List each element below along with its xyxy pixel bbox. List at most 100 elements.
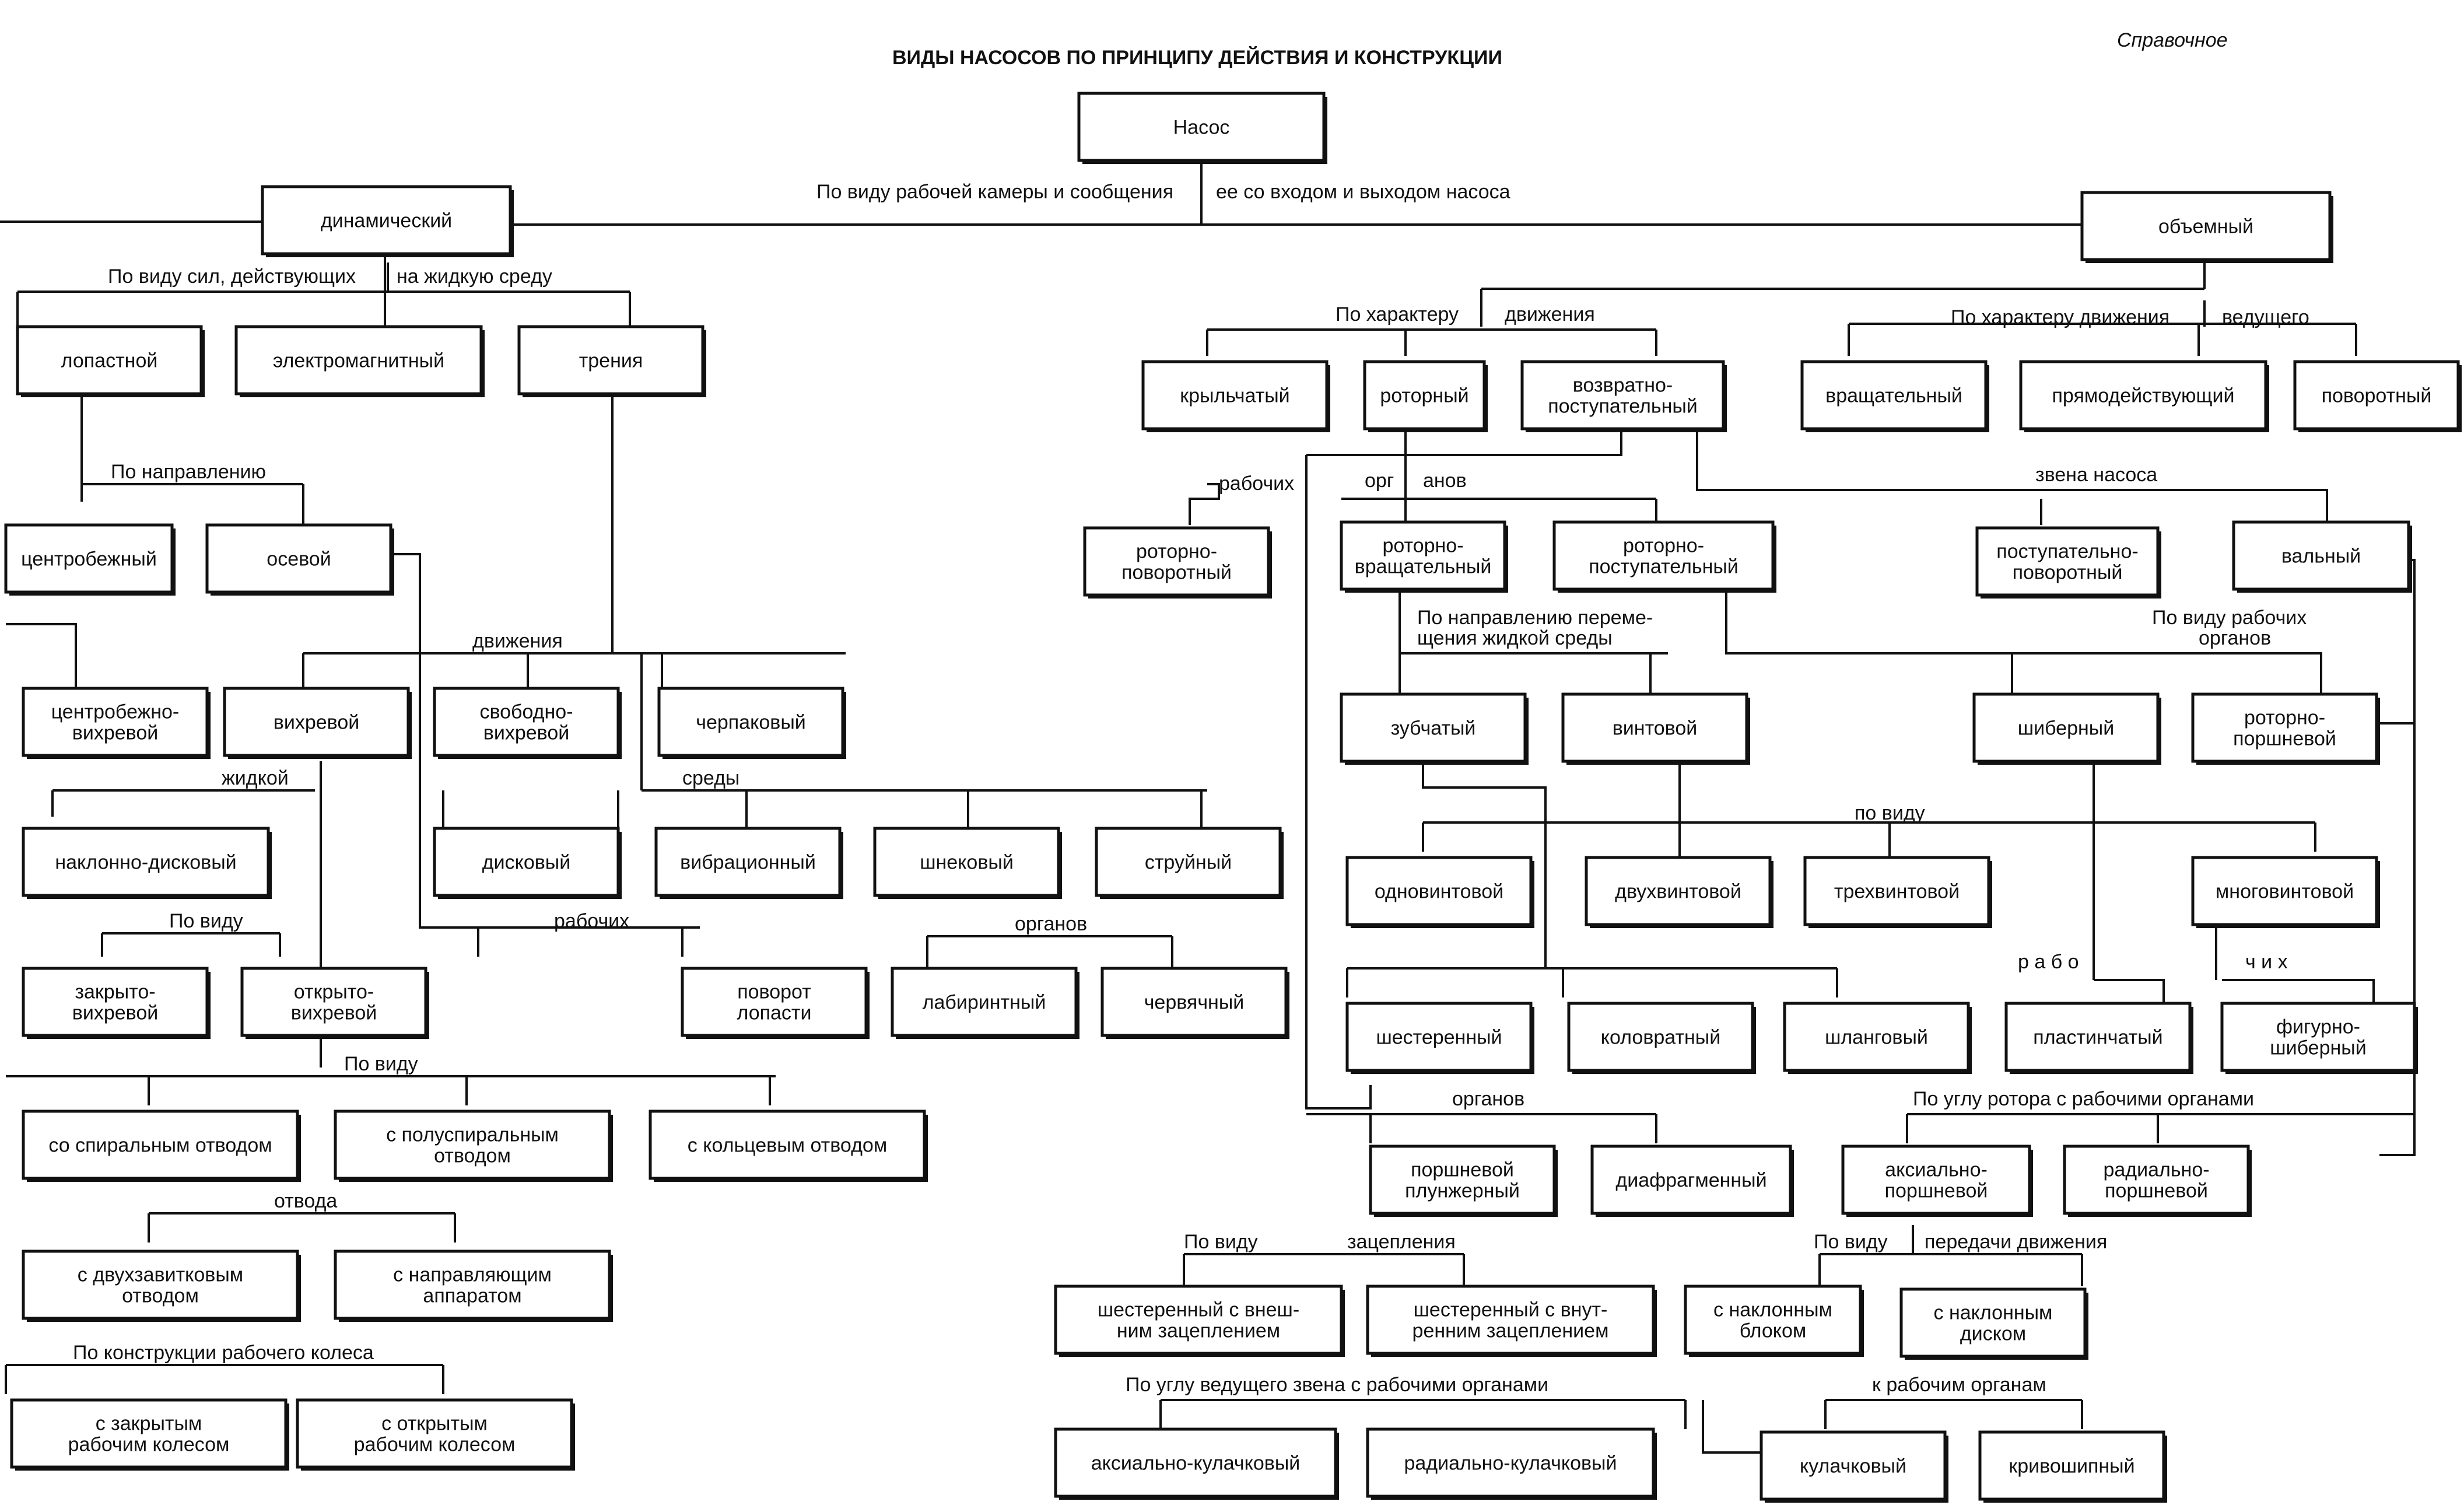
node-rotorno-vrashchatelnyy-label-1: роторно- — [1382, 535, 1463, 557]
node-rotorno-vrashchatelnyy: роторно-вращательный — [1340, 520, 1508, 593]
node-obemnyy-label: объемный — [2158, 216, 2253, 238]
label-zacepleniya: зацепления — [1347, 1231, 1456, 1253]
label-po-vidu-sil-1: По виду сил, действующих — [108, 265, 356, 288]
node-shesterennyy: шестеренный — [1345, 1002, 1534, 1074]
node-centrobezhnyy-box — [4, 523, 174, 594]
node-vozvratno-label-1: возвратно- — [1573, 374, 1673, 397]
label-po-vidu-rabochey-kamery-2: ее со входом и выходом насоса — [1216, 181, 1510, 203]
node-otkryto-vikhrevoy: открыто-вихревой — [240, 967, 429, 1039]
node-vozvratno-box — [1520, 360, 1725, 430]
node-s-zakrytym-label-1: с закрытым — [96, 1413, 202, 1435]
node-diafragmennyy-label: диафрагменный — [1615, 1170, 1766, 1192]
node-postupatelno-povorotnyy-label-1: поступательно- — [1996, 541, 2138, 563]
node-s-kolcevym-label: с кольцевым отводом — [688, 1135, 887, 1157]
node-shest-vnutrennim-label-1: шестеренный с внут- — [1414, 1299, 1608, 1321]
node-shnekovyy-box — [873, 827, 1060, 897]
node-centrobezhno-vikhrevoy: центробежно-вихревой — [22, 687, 211, 759]
node-chervyachnyy-label: червячный — [1144, 992, 1245, 1014]
node-cherpakovyy: черпаковый — [657, 687, 846, 759]
node-shibernyy-box — [1972, 692, 2160, 763]
node-trekhvintovoy-box — [1803, 856, 1990, 926]
node-svobodno-vikhrevoy-label-1: свободно- — [479, 701, 573, 723]
label-peredachi: передачи движения — [1925, 1231, 2107, 1253]
node-povorotnyy: поворотный — [2293, 360, 2462, 432]
node-s-naklonnym-blokom-label-2: блоком — [1740, 1320, 1807, 1342]
node-nasos-label: Насос — [1173, 117, 1230, 139]
appendix-label: Справочное — [2117, 29, 2228, 51]
label-rabochikh-2: рабочих — [1219, 473, 1294, 495]
node-naklonno-diskovyy-label: наклонно-дисковый — [55, 852, 236, 874]
node-vrashchatelnyy: вращательный — [1800, 360, 1989, 432]
label-rabo: р а б о — [2018, 951, 2079, 973]
node-s-naklonnym-diskom-label-1: с наклонным — [1934, 1302, 2053, 1324]
node-trekhvintovoy: трехвинтовой — [1803, 856, 1992, 928]
label-anov: анов — [1423, 470, 1467, 492]
node-aksialno-kulachkovyy-box — [1054, 1427, 1337, 1498]
node-shest-vnutrennim-label-2: ренним зацеплением — [1412, 1320, 1609, 1342]
node-povorotnyy-box — [2293, 360, 2460, 430]
node-svobodno-vikhrevoy-label-2: вихревой — [483, 722, 569, 744]
label-po-kharakteru-dvizh: движения — [1505, 303, 1595, 326]
node-odnovintovoy-box — [1345, 856, 1533, 926]
node-rotorno-postupatelnyy: роторно-поступательный — [1552, 520, 1776, 593]
node-shibernyy-label: шиберный — [2018, 718, 2114, 740]
label-po-vidu-rabochikh-organov-1: По виду рабочих — [2152, 607, 2307, 629]
node-radialno-porshnevoy-label-1: радиально- — [2103, 1159, 2209, 1181]
node-labirintnyy-box — [891, 967, 1078, 1037]
node-trekhvintovoy-label: трехвинтовой — [1834, 881, 1960, 903]
label-organov-2: органов — [1452, 1088, 1524, 1110]
node-rotorno-porshnevoy-label-1: роторно- — [2244, 707, 2325, 729]
node-plastinchatyy-label: пластинчатый — [2033, 1027, 2162, 1049]
node-diafragmennyy: диафрагменный — [1590, 1144, 1794, 1217]
label-po-vidu-3: по виду — [1855, 802, 1925, 824]
node-so-spiralnym: со спиральным отводом — [22, 1110, 301, 1182]
node-svobodno-vikhrevoy: свободно-вихревой — [433, 687, 622, 759]
label-po-kharakteru-2: По характеру движения — [1951, 306, 2169, 328]
node-figurno-shibernyy: фигурно-шиберный — [2220, 1002, 2418, 1074]
label-po-vidu-1: По виду — [169, 910, 243, 932]
node-centrobezhno-vikhrevoy-label-1: центробежно- — [51, 701, 180, 723]
label-chikh: ч и х — [2245, 951, 2288, 973]
node-vikhrevoy: вихревой — [223, 687, 412, 759]
node-s-otkrytym-label-2: рабочим колесом — [354, 1434, 516, 1456]
label-sredy: среды — [682, 767, 739, 789]
node-shest-vnutrennim: шестеренный с внут-ренним зацеплением — [1366, 1284, 1657, 1357]
node-radialno-porshnevoy-box — [2063, 1144, 2250, 1215]
node-labirintnyy-label: лабиринтный — [923, 992, 1046, 1014]
node-labirintnyy: лабиринтный — [891, 967, 1079, 1039]
node-vikhrevoy-label: вихревой — [274, 712, 359, 734]
node-vozvratno: возвратно-поступательный — [1520, 360, 1727, 432]
label-vedushchego: ведущего — [2222, 306, 2309, 328]
node-radialno-kulachkovyy-label: радиально-кулачковый — [1404, 1452, 1617, 1475]
node-struynyy-box — [1095, 827, 1282, 897]
node-mnogovintovoy-box — [2191, 856, 2378, 926]
node-s-dvukhzavitkovym-label-2: отводом — [122, 1285, 199, 1307]
node-figurno-shibernyy-label-1: фигурно- — [2276, 1016, 2360, 1038]
node-aksialno-porshnevoy-box — [1841, 1144, 2031, 1215]
label-dvizheniya: движения — [472, 630, 563, 652]
node-zakryto-vikhrevoy-label-1: закрыто- — [75, 981, 155, 1003]
node-vibracionnyy: вибрационный — [654, 827, 843, 899]
node-kulachkovyy: кулачковый — [1760, 1430, 1948, 1503]
node-vozvratno-label-2: поступательный — [1548, 396, 1698, 418]
node-obemnyy-box — [2080, 191, 2332, 261]
node-vintovoy-box — [1561, 692, 1748, 763]
node-osevoy: осевой — [205, 523, 394, 596]
label-po-kharakteru-1: По характеру — [1336, 303, 1459, 326]
node-radialno-kulachkovyy: радиально-кулачковый — [1366, 1427, 1657, 1500]
node-rotornyy-box — [1363, 360, 1486, 430]
node-rotorno-povorotnyy: роторно-поворотный — [1083, 526, 1272, 598]
node-rotornyy-label: роторный — [1380, 385, 1468, 407]
node-treniya-box — [517, 325, 704, 396]
node-povorot-lopasti-label-2: лопасти — [737, 1002, 811, 1024]
node-rotornyy: роторный — [1363, 360, 1488, 432]
node-naklonno-diskovyy: наклонно-дисковый — [22, 827, 272, 899]
node-krylchatyy: крыльчатый — [1141, 360, 1330, 432]
node-shest-vneshnim-label-2: ним зацеплением — [1117, 1320, 1280, 1342]
node-elektromagnitnyy-box — [234, 325, 483, 396]
node-dinamicheskiy-box — [261, 185, 512, 256]
node-krivoshipnyy: кривошипный — [1978, 1430, 2167, 1503]
node-rotorno-porshnevoy-label-2: поршневой — [2233, 728, 2336, 750]
